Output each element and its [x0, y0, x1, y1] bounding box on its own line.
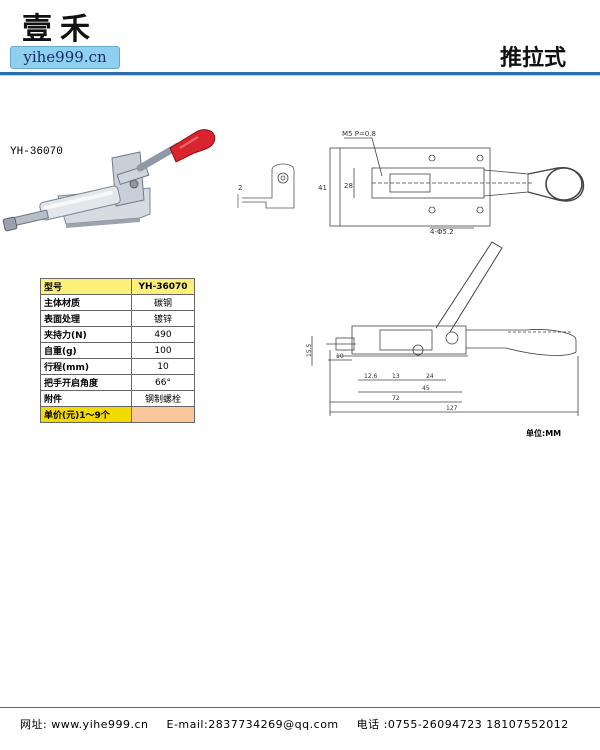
spec-value: 490	[131, 326, 195, 343]
page-footer: 网址: www.yihe999.cn E-mail:2837734269@qq.…	[20, 716, 583, 732]
spec-key: 自重(g)	[40, 342, 132, 359]
page-title: 推拉式	[499, 46, 566, 71]
footer-website[interactable]: 网址: www.yihe999.cn	[20, 718, 149, 731]
spec-value: 钢制螺栓	[131, 390, 195, 407]
holes-callout: 4-Φ5.2	[430, 228, 454, 236]
product-photo	[2, 129, 216, 232]
dim-2-label: 2	[238, 184, 242, 192]
spec-key: 主体材质	[40, 294, 132, 311]
footer-email[interactable]: E-mail:2837734269@qq.com	[166, 718, 339, 731]
spec-row-stroke: 行程(mm) 10	[40, 358, 195, 375]
spec-value: 碳钢	[131, 294, 195, 311]
footer-divider	[0, 707, 600, 708]
spec-row-material: 主体材质 碳钢	[40, 294, 195, 311]
header-divider-light	[0, 75, 600, 76]
spec-row-handle-angle: 把手开启角度 66°	[40, 374, 195, 391]
brand-url-badge: yihe999.cn	[10, 46, 120, 69]
spec-value: 100	[131, 342, 195, 359]
spec-row-model: 型号 YH-36070	[40, 278, 195, 295]
spec-key: 附件	[40, 390, 132, 407]
footer-phone: 电话 :0755-26094723 18107552012	[356, 718, 569, 731]
dim-12-6-label: 12.6	[364, 373, 378, 380]
dim-127-label: 127	[446, 405, 458, 412]
dim-41-label: 41	[318, 184, 327, 192]
spec-value	[131, 406, 195, 423]
spec-value: 66°	[131, 374, 195, 391]
dim-24-label: 24	[426, 373, 434, 380]
dim-45-label: 45	[422, 385, 430, 392]
spec-value: 10	[131, 358, 195, 375]
product-model-label: YH-36070	[10, 146, 63, 158]
spec-row-holding-force: 夹持力(N) 490	[40, 326, 195, 343]
thread-callout: M5 P=0.8	[342, 130, 376, 138]
spec-table: 型号 YH-36070 主体材质 碳钢 表面处理 镀锌 夹持力(N) 490 自…	[40, 278, 195, 423]
header-divider	[0, 72, 600, 75]
spec-row-surface: 表面处理 镀锌	[40, 310, 195, 327]
side-view-drawing: 15.5 10 12.6 13 24 45 72 127	[306, 241, 579, 416]
spec-key: 行程(mm)	[40, 358, 132, 375]
dim-15-5-label: 15.5	[306, 343, 313, 357]
spec-row-price: 单价(元)1～9个	[40, 406, 195, 423]
brand-logo-text: 壹禾	[22, 12, 98, 47]
spec-value: YH-36070	[131, 278, 195, 295]
spec-key: 把手开启角度	[40, 374, 132, 391]
spec-key: 单价(元)1～9个	[40, 406, 132, 423]
dim-28-label: 28	[344, 182, 353, 190]
top-view-drawing: 2 41 28 M5 P=0.8 4-Φ5.2	[237, 130, 584, 236]
spec-key: 型号	[40, 278, 132, 295]
spec-value: 镀锌	[131, 310, 195, 327]
spec-row-accessory: 附件 钢制螺栓	[40, 390, 195, 407]
spec-key: 夹持力(N)	[40, 326, 132, 343]
dim-13-label: 13	[392, 373, 400, 380]
dim-72-label: 72	[392, 395, 400, 402]
spec-key: 表面处理	[40, 310, 132, 327]
dim-10-label: 10	[336, 353, 344, 360]
unit-label: 单位:MM	[526, 429, 562, 438]
page-header: 壹禾 yihe999.cn 推拉式	[0, 0, 600, 78]
spec-row-weight: 自重(g) 100	[40, 342, 195, 359]
